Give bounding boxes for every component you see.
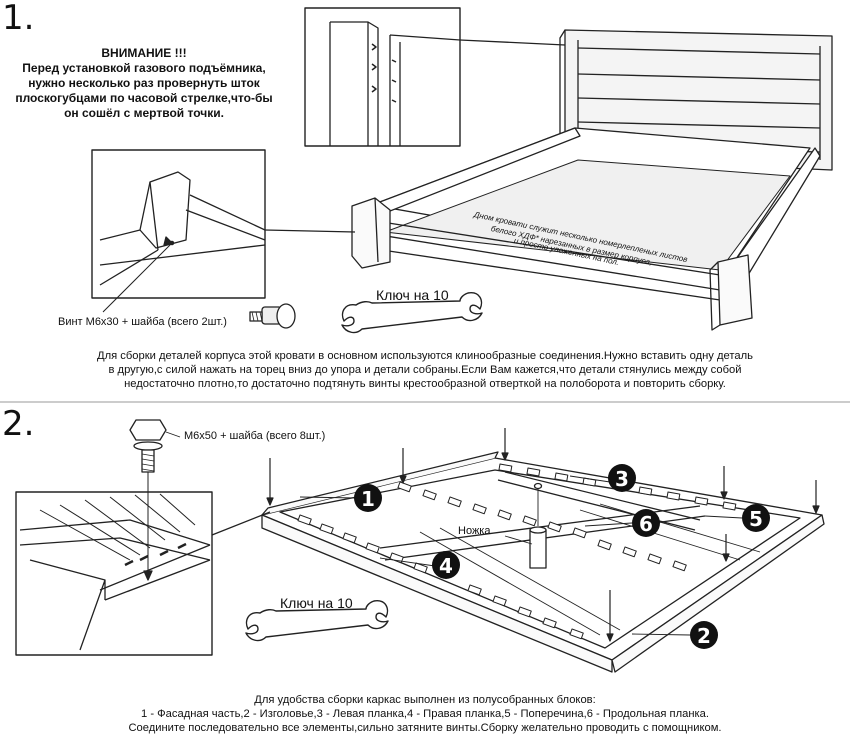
part-marker-2: 2 (690, 621, 718, 649)
wrench-icon (341, 292, 483, 334)
part-number-6: 6 (639, 512, 653, 536)
warning-block: ВНИМАНИЕ !!! Перед установкой газового п… (0, 46, 288, 121)
leg-icon (504, 482, 547, 569)
step1-paragraph: Для сборки деталей корпуса этой кровати … (40, 349, 810, 391)
warning-title: ВНИМАНИЕ !!! (101, 46, 187, 60)
warning-line: плоскогубцами по часовой стрелке,что-бы (15, 91, 273, 105)
frame-drawing (15, 419, 825, 673)
part-marker-3: 3 (608, 464, 636, 492)
bed-frame-drawing (91, 7, 833, 334)
screw-icon (249, 303, 296, 329)
paragraph-line: недостаточно плотно,то достаточно подтян… (124, 378, 726, 390)
wrench-label-2: Ключ на 10 (280, 595, 353, 611)
warning-line: Перед установкой газового подъёмника, (22, 61, 266, 75)
screw-label: Винт М6х30 + шайба (всего 2шт.) (58, 316, 227, 328)
part-number-5: 5 (749, 507, 763, 531)
part-number-4: 4 (439, 554, 453, 578)
warning-line: нужно несколько раз провернуть шток (28, 76, 260, 90)
part-marker-5: 5 (742, 504, 770, 532)
part-number-3: 3 (615, 467, 629, 491)
warning-line: он сошёл с мертвой точки. (64, 106, 224, 120)
paragraph-line: 1 - Фасадная часть,2 - Изголовье,3 - Лев… (141, 708, 709, 720)
paragraph-line: Для сборки деталей корпуса этой кровати … (97, 350, 753, 362)
wrench-icon-2 (245, 600, 389, 642)
part-marker-1: 1 (354, 484, 382, 512)
part-markers: 1 2 3 4 5 6 (354, 464, 770, 649)
part-marker-6: 6 (632, 509, 660, 537)
bolt-icon (129, 419, 181, 473)
bolt-label: М6х50 + шайба (всего 8шт.) (184, 430, 326, 442)
part-number-2: 2 (697, 624, 711, 648)
step-number-1: 1. (2, 0, 35, 38)
paragraph-line: в другую,с силой нажать на торец вниз до… (108, 364, 742, 376)
part-marker-4: 4 (432, 551, 460, 579)
step2-paragraph: Для удобства сборки каркас выполнен из п… (40, 693, 810, 735)
paragraph-line: Соедините последовательно все элементы,с… (128, 722, 722, 734)
part-number-1: 1 (361, 487, 375, 511)
wrench-label: Ключ на 10 (376, 287, 449, 303)
paragraph-line: Для удобства сборки каркас выполнен из п… (254, 694, 596, 706)
leg-label: Ножка (458, 525, 491, 537)
step-number-2: 2. (2, 404, 35, 444)
